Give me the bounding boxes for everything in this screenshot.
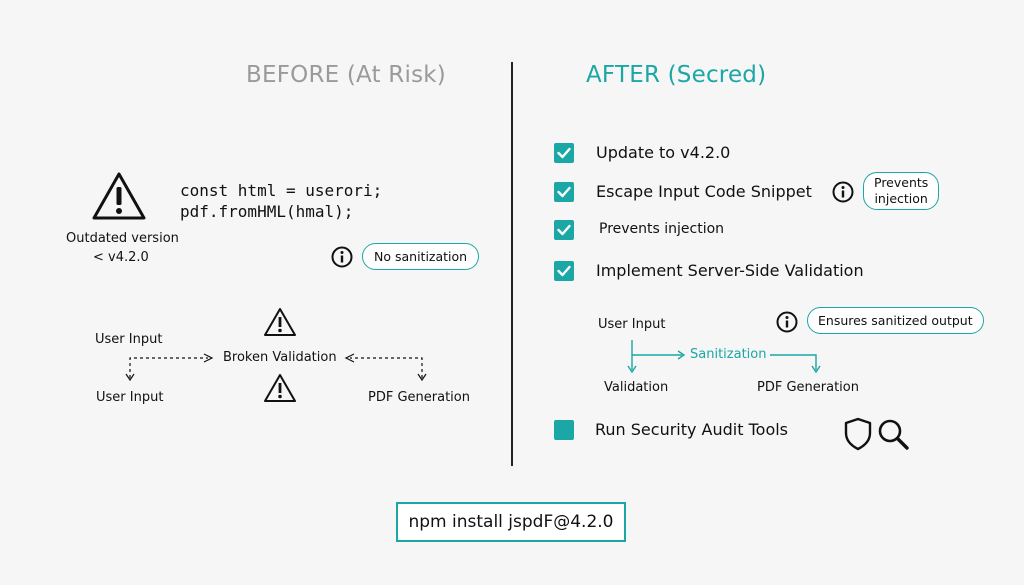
checklist-item-escape-input: Escape Input Code Snippet — [596, 182, 812, 201]
flow-validation: Validation — [604, 380, 669, 395]
magnifier-icon — [876, 417, 910, 451]
warning-caption-line2: < v4.2.0 — [93, 250, 149, 265]
divider — [511, 62, 513, 466]
flow-pdf-generation: PDF Generation — [368, 390, 470, 405]
sanitized-output-badge: Ensures sanitized output — [807, 307, 984, 334]
info-icon — [832, 181, 854, 203]
warning-caption-line1: Outdated version — [66, 231, 179, 246]
prevents-injection-badge: Prevents injection — [863, 172, 940, 210]
vulnerable-code-line1: const html = userori; — [180, 181, 383, 200]
info-icon — [776, 311, 798, 333]
info-icon — [331, 246, 353, 268]
flow-pdf-generation-secure: PDF Generation — [757, 380, 859, 395]
warning-icon — [263, 306, 297, 338]
flow-user-input: User Input — [598, 317, 666, 332]
prevents-injection-badge-line1: Prevents — [874, 175, 929, 190]
checklist-item-update: Update to v4.2.0 — [596, 143, 731, 162]
checkbox-server-validation[interactable] — [554, 261, 574, 281]
broken-flow-connectors — [125, 353, 427, 382]
checkbox-update[interactable] — [554, 143, 574, 163]
flow-broken-validation: Broken Validation — [223, 350, 337, 365]
flow-user-input-top: User Input — [95, 332, 163, 347]
before-title: BEFORE (At Risk) — [246, 62, 446, 88]
checklist-item-security-audit: Run Security Audit Tools — [595, 420, 789, 439]
vulnerable-code-line2: pdf.fromHML(hmal); — [180, 202, 354, 221]
warning-icon — [263, 372, 297, 404]
flow-user-input-bottom: User Input — [96, 390, 164, 405]
checkbox-prevents-injection[interactable] — [554, 220, 574, 240]
secure-flow-connectors — [627, 340, 821, 374]
warning-icon — [91, 170, 147, 222]
install-command: npm install jspdF@4.2.0 — [396, 502, 626, 542]
no-sanitization-badge: No sanitization — [362, 243, 480, 270]
flow-sanitization: Sanitization — [690, 347, 767, 362]
checkbox-escape-input[interactable] — [554, 182, 574, 202]
after-title: AFTER (Secred) — [586, 62, 767, 88]
prevents-injection-badge-line2: injection — [874, 191, 928, 206]
checklist-item-server-validation: Implement Server-Side Validation — [596, 261, 864, 280]
shield-icon — [843, 417, 873, 451]
checkbox-security-audit[interactable] — [554, 420, 574, 440]
checklist-item-prevents-injection: Prevents injection — [599, 221, 725, 237]
